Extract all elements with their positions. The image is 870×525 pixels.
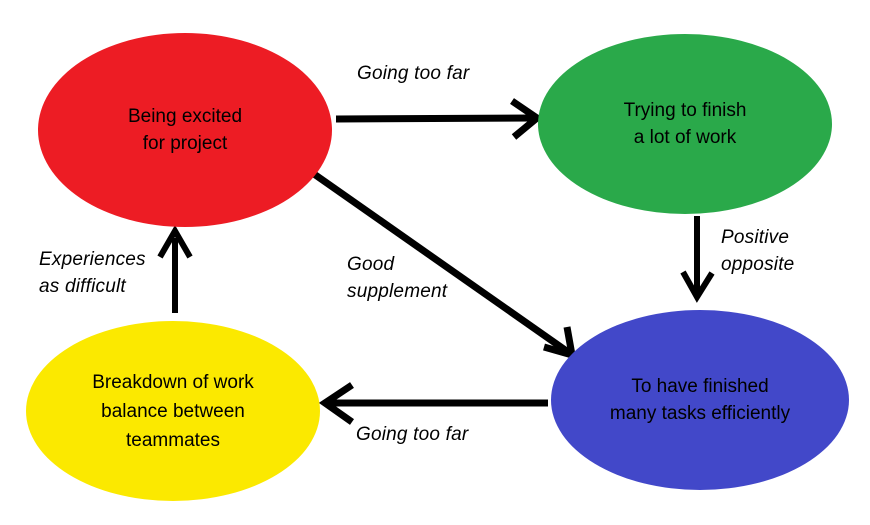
edge-label-yellow-to-red: Experiences as difficult xyxy=(39,249,146,297)
edge-label-red-to-green: Going too far xyxy=(357,63,470,84)
node-trying-to-finish-a-lot-of-work[interactable]: Trying to finish a lot of work xyxy=(538,34,832,214)
edge-label-green-to-blue: Positive opposite xyxy=(721,227,795,275)
node-label: To have finished many tasks efficiently xyxy=(609,376,791,424)
arrow-green-to-blue xyxy=(680,216,715,303)
arrow-blue-to-yellow xyxy=(318,382,548,425)
arrow-red-to-green xyxy=(335,98,543,140)
node-label: Being excited for project xyxy=(127,106,243,154)
edge-label-red-to-blue: Good supplement xyxy=(347,254,448,302)
node-being-excited-for-project[interactable]: Being excited for project xyxy=(38,33,332,227)
node-to-have-finished-many-tasks[interactable]: To have finished many tasks efficiently xyxy=(551,310,849,490)
node-label: Trying to finish a lot of work xyxy=(623,100,747,148)
node-breakdown-of-work-balance[interactable]: Breakdown of work balance between teamma… xyxy=(26,321,320,501)
arrow-yellow-to-red xyxy=(157,224,193,313)
node-label: Breakdown of work balance between teamma… xyxy=(92,371,254,451)
edge-label-blue-to-yellow: Going too far xyxy=(356,424,469,445)
